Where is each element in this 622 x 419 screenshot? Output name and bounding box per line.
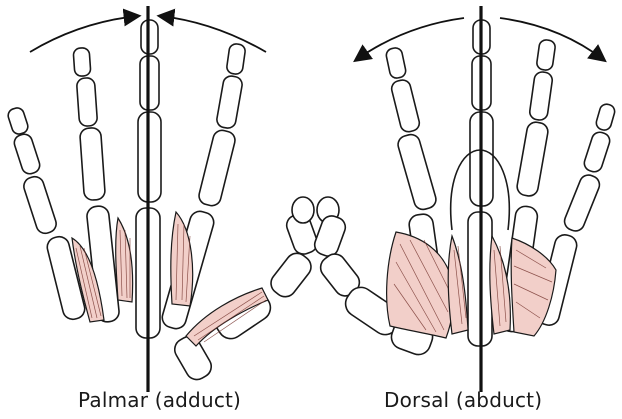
left-arrow-adduct-left (30, 16, 138, 52)
right-arrow-abduct-left (356, 18, 464, 60)
palmar-caption: Palmar (adduct) (78, 388, 241, 416)
palmar-hand (6, 6, 320, 392)
dorsal-hand (312, 6, 616, 392)
left-arrow-adduct-right (160, 16, 266, 52)
left-little-finger (6, 106, 86, 321)
dorsal-caption: Dorsal (abduct) (384, 388, 542, 416)
